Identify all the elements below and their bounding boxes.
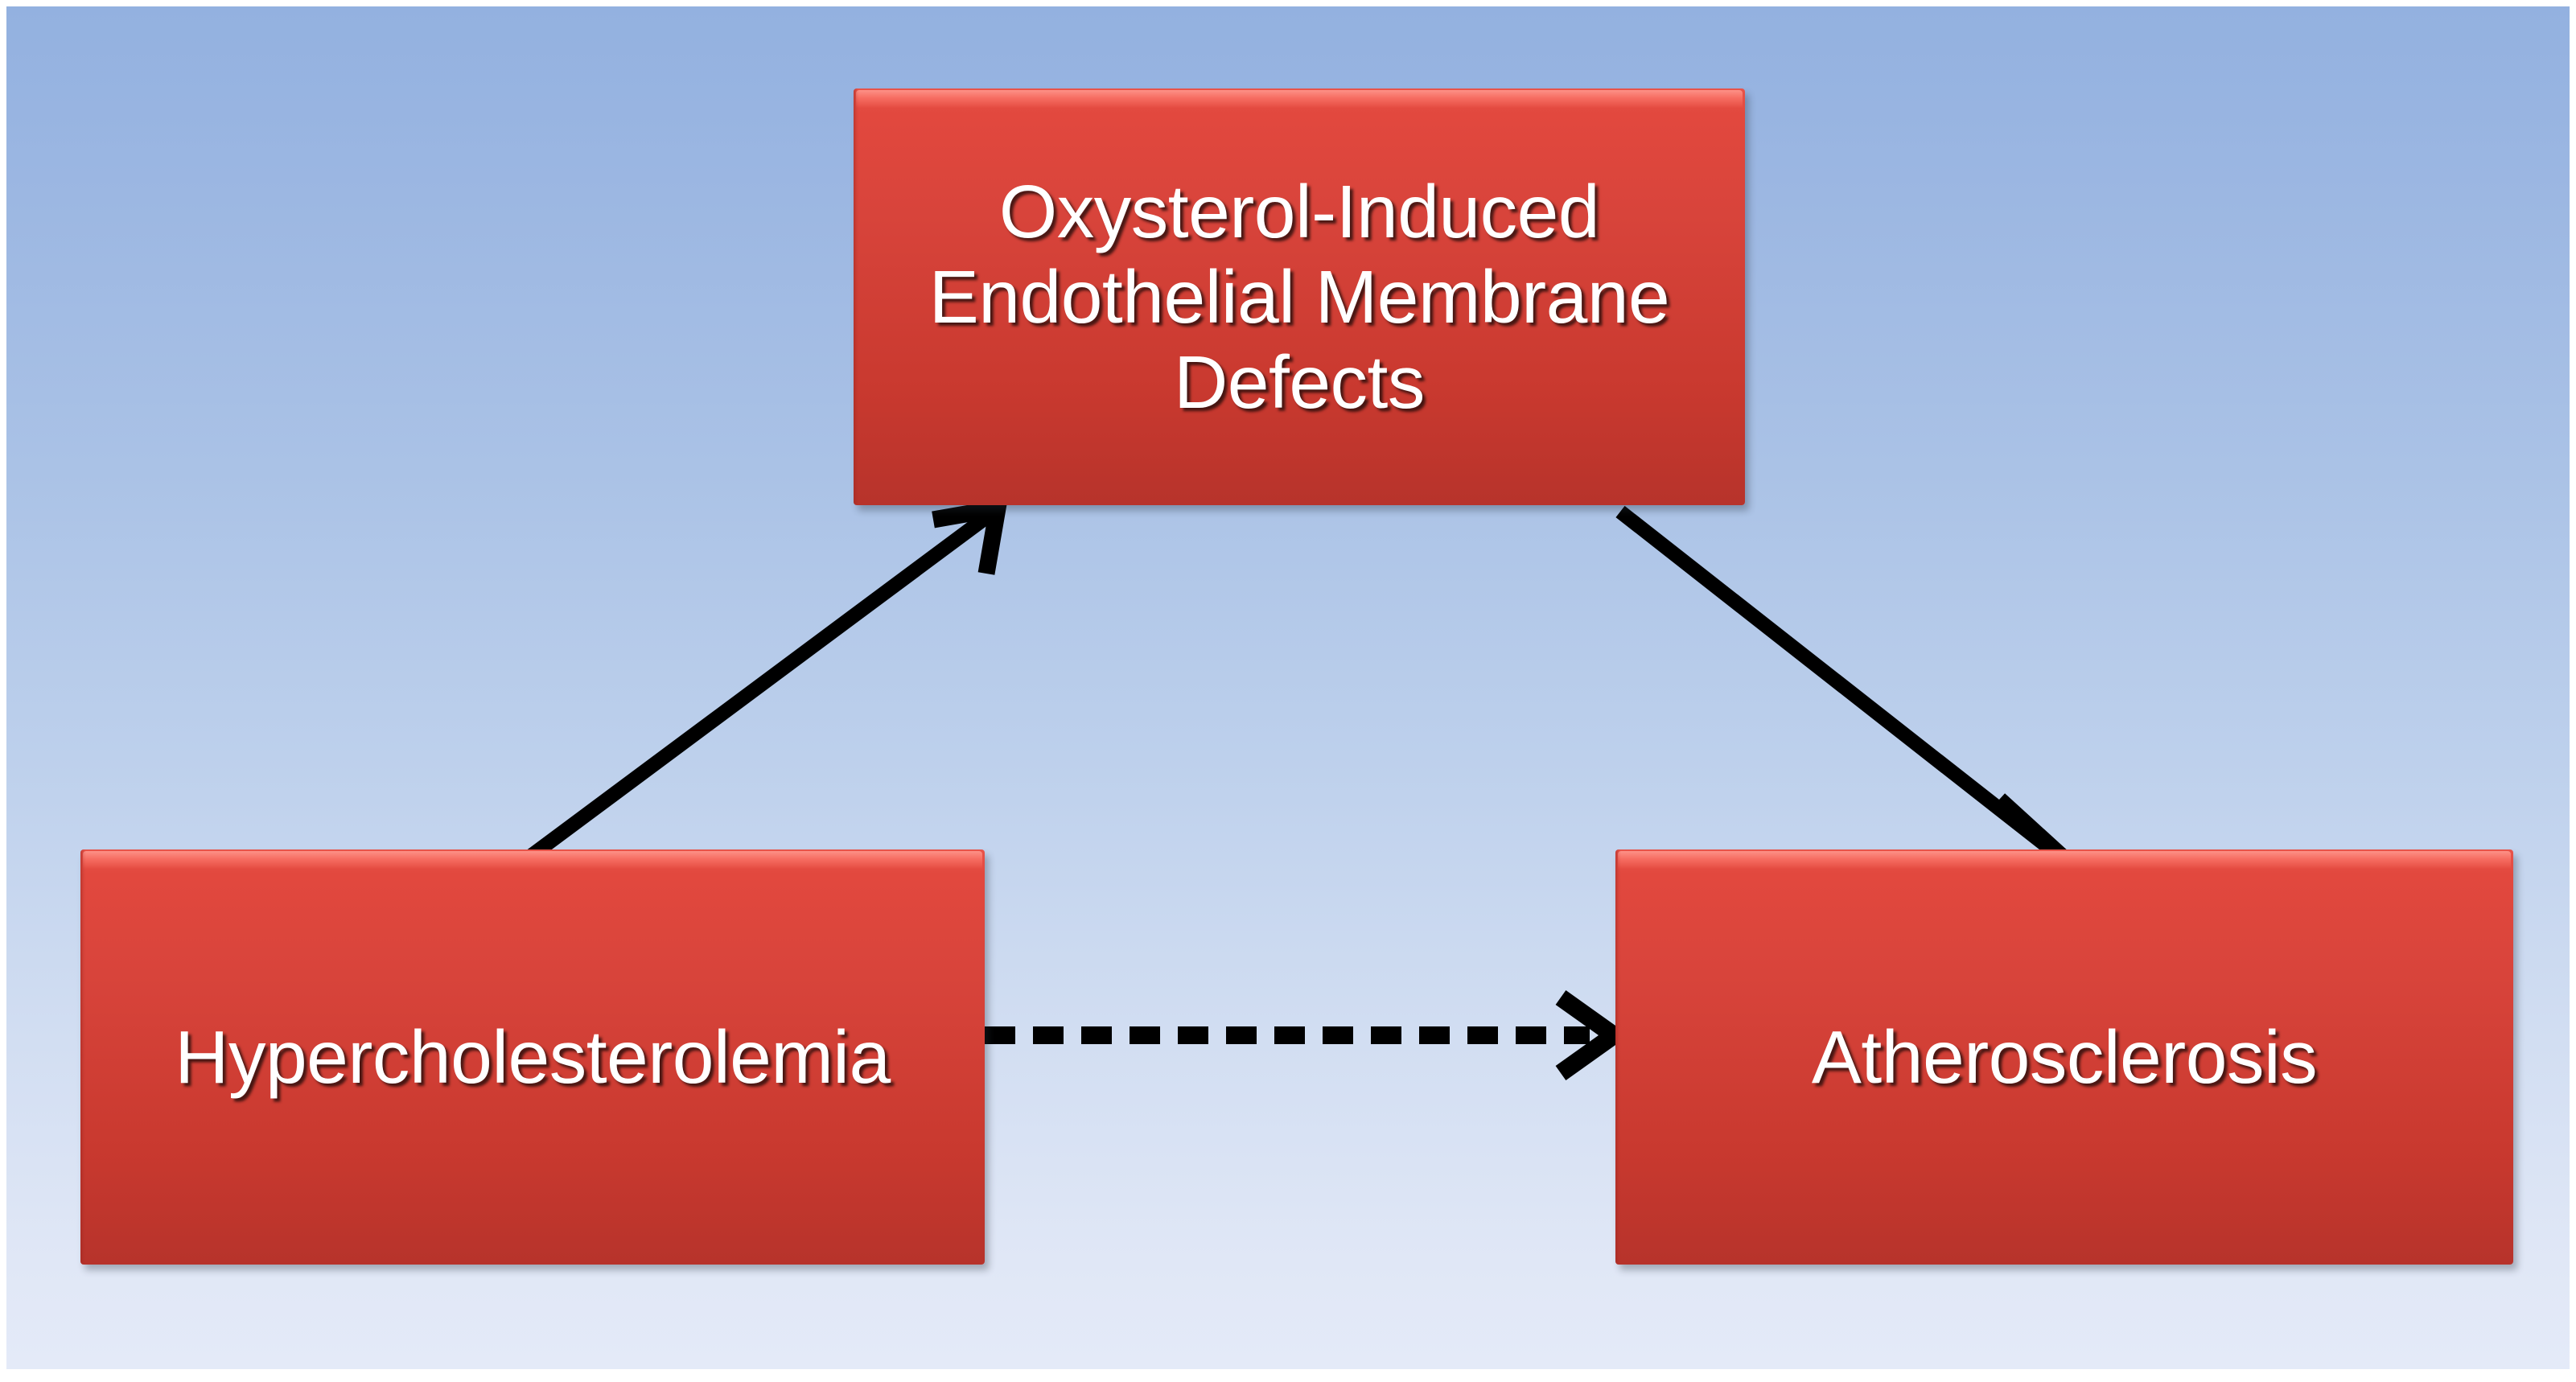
edge-hypercholesterolemia-to-oxysterol xyxy=(526,498,1008,862)
slide-background: Oxysterol-Induced Endothelial Membrane D… xyxy=(6,6,2570,1369)
node-label-oxysterol: Oxysterol-Induced Endothelial Membrane D… xyxy=(928,169,1670,424)
node-label-hypercholesterolemia: Hypercholesterolemia xyxy=(175,1014,891,1099)
node-atherosclerosis[interactable]: Atherosclerosis xyxy=(1615,849,2513,1265)
node-oxysterol-induced-endothelial-membrane-defects[interactable]: Oxysterol-Induced Endothelial Membrane D… xyxy=(854,88,1745,505)
node-label-atherosclerosis: Atherosclerosis xyxy=(1811,1014,2318,1099)
edge-oxysterol-to-atherosclerosis xyxy=(1615,505,2082,876)
node-hypercholesterolemia[interactable]: Hypercholesterolemia xyxy=(80,849,985,1265)
edge-hypercholesterolemia-to-atherosclerosis xyxy=(985,990,1629,1080)
